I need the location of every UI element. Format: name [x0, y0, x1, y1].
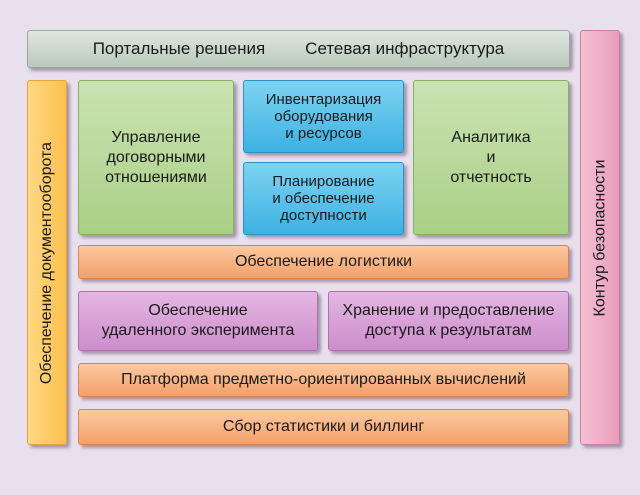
planning-block: Планирование и обеспечение доступности: [243, 162, 404, 235]
security-block: Контур безопасности: [580, 30, 620, 445]
platform-block: Платформа предметно-ориентированных вычи…: [78, 363, 569, 397]
contracts-label: Управление договорными отношениями: [105, 128, 207, 186]
logistics-block: Обеспечение логистики: [78, 245, 569, 279]
security-label: Контур безопасности: [591, 159, 608, 316]
portal-network-bar: Портальные решения Сетевая инфраструктур…: [27, 30, 570, 68]
storage-label: Хранение и предоставление доступа к резу…: [342, 302, 555, 339]
billing-label: Сбор статистики и биллинг: [222, 418, 425, 435]
docflow-label: Обеспечение документооборота: [38, 141, 55, 384]
storage-block: Хранение и предоставление доступа к резу…: [328, 291, 569, 351]
docflow-block: Обеспечение документооборота: [27, 80, 67, 445]
inventory-block: Инвентаризация оборудования и ресурсов: [243, 80, 404, 153]
portal-solutions-label: Портальные решения: [92, 39, 266, 58]
inventory-label: Инвентаризация оборудования и ресурсов: [265, 91, 382, 142]
platform-label: Платформа предметно-ориентированных вычи…: [121, 371, 526, 388]
remote-experiment-block: Обеспечение удаленного эксперимента: [78, 291, 318, 351]
planning-label: Планирование и обеспечение доступности: [272, 173, 375, 224]
billing-block: Сбор статистики и биллинг: [78, 409, 569, 445]
remote-experiment-label: Обеспечение удаленного эксперимента: [101, 302, 295, 339]
logistics-label: Обеспечение логистики: [234, 253, 413, 270]
analytics-block: Аналитика и отчетность: [413, 80, 569, 235]
analytics-label: Аналитика и отчетность: [450, 128, 532, 186]
contracts-block: Управление договорными отношениями: [78, 80, 234, 235]
network-infrastructure-label: Сетевая инфраструктура: [305, 39, 505, 58]
